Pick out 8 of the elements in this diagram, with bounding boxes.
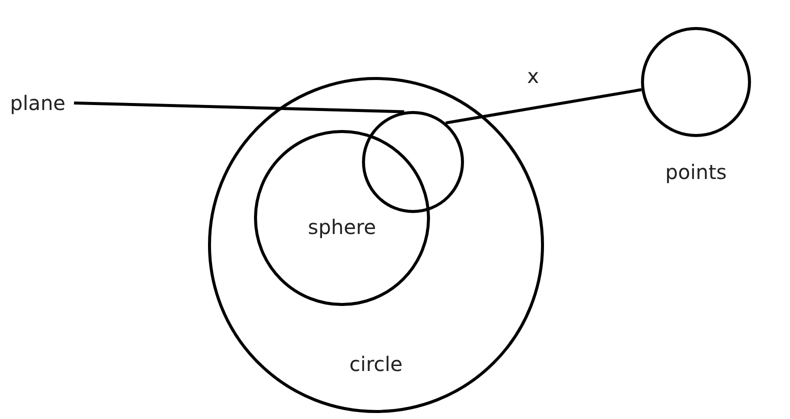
connector-line <box>74 102 404 114</box>
circle-shape <box>362 111 464 213</box>
circle-label: circle <box>349 352 403 376</box>
connector-line <box>446 88 642 124</box>
circle-label: sphere <box>308 215 376 239</box>
circle-shape <box>254 130 430 306</box>
text-label: plane <box>10 91 66 115</box>
circle-caption: points <box>665 160 727 184</box>
